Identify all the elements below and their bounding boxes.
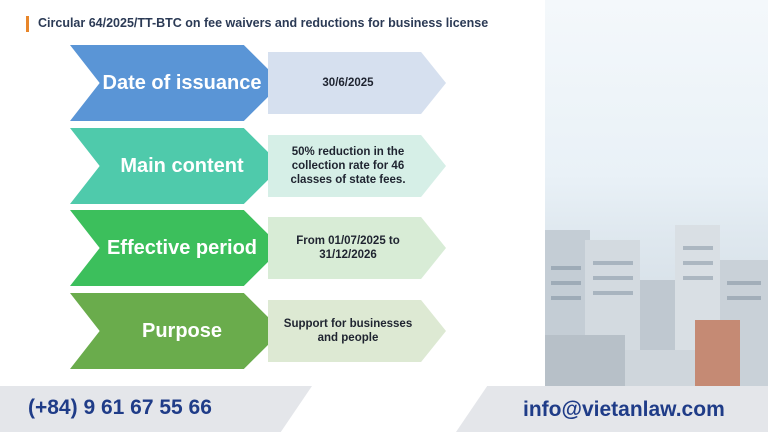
email-address[interactable]: info@vietanlaw.com <box>523 398 725 421</box>
row-4-value: Support for businesses and people <box>268 300 446 362</box>
row-2-label: Main content <box>70 128 282 204</box>
title-accent <box>26 16 29 32</box>
row-3-label: Effective period <box>70 210 282 286</box>
city-skyline-image <box>545 0 768 390</box>
phone-banner <box>0 386 312 432</box>
row-1-label: Date of issuance <box>70 45 282 121</box>
row-3-value: From 01/07/2025 to 31/12/2026 <box>268 217 446 279</box>
page-title: Circular 64/2025/TT-BTC on fee waivers a… <box>38 16 489 30</box>
phone-number[interactable]: (+84) 9 61 67 55 66 <box>28 396 212 419</box>
email-banner <box>456 386 768 432</box>
row-2-value: 50% reduction in the collection rate for… <box>268 135 446 197</box>
row-4-label: Purpose <box>70 293 282 369</box>
row-1-value: 30/6/2025 <box>268 52 446 114</box>
